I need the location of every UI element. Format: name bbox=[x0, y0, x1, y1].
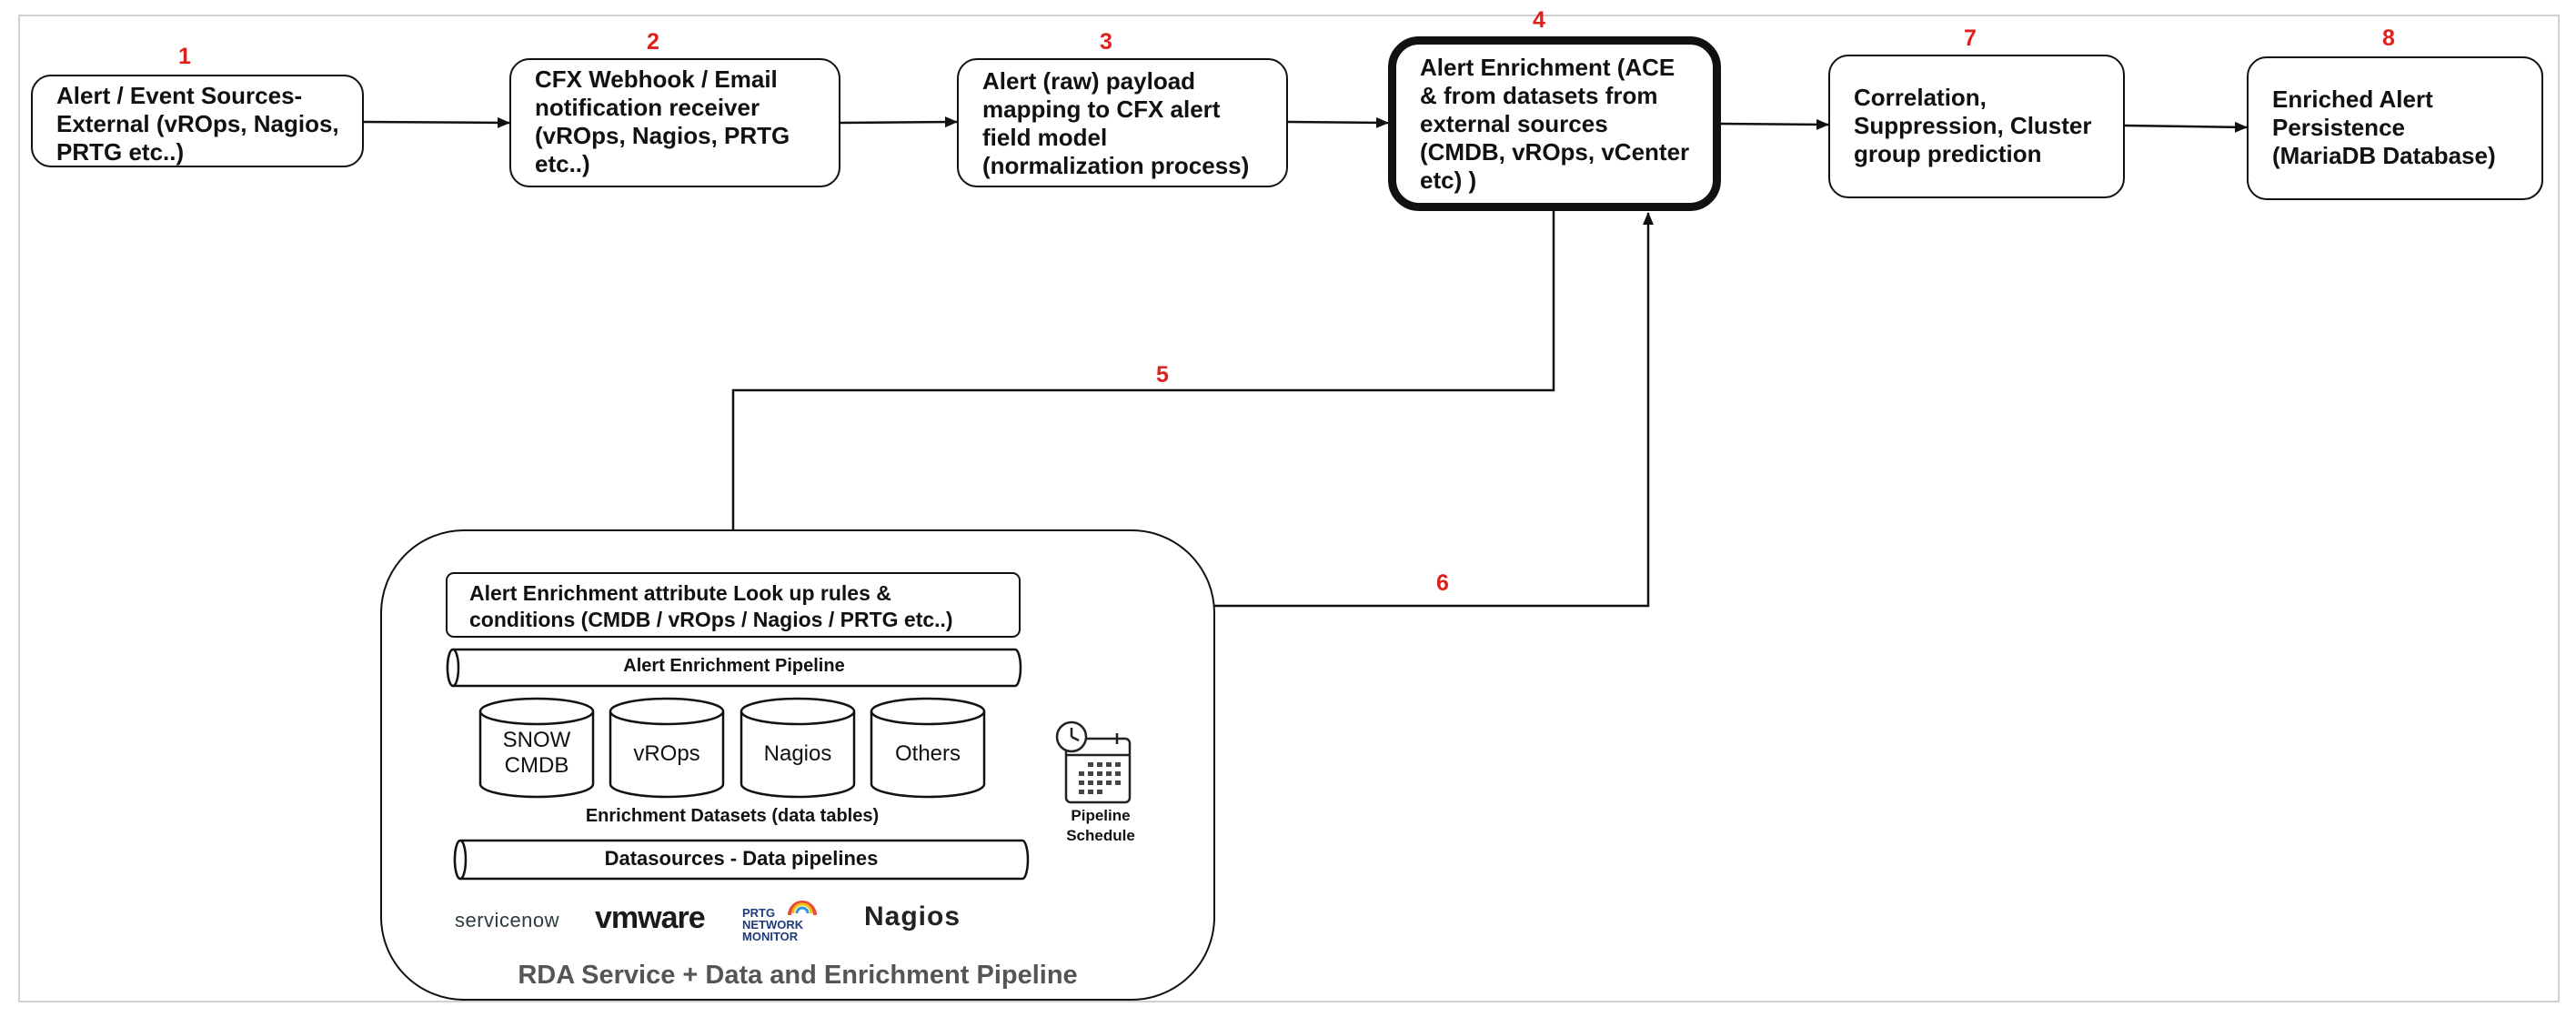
alert-enrichment-pipeline bbox=[446, 648, 1022, 688]
step-number-1: 1 bbox=[178, 44, 191, 69]
lookup-rules-box: Alert Enrichment attribute Look up rules… bbox=[446, 572, 1021, 638]
pipeline-schedule-label: Pipeline Schedule bbox=[1066, 807, 1135, 844]
step-number-4: 4 bbox=[1533, 7, 1545, 33]
enrichment-datasets-caption: Enrichment Datasets (data tables) bbox=[585, 806, 880, 826]
alert-enrichment-pipeline-label: Alert Enrichment Pipeline bbox=[623, 656, 845, 676]
dataset-label-others: Others bbox=[894, 741, 961, 766]
prtg-logo: PRTG NETWORK MONITOR bbox=[742, 906, 804, 943]
datasources-pipeline-label: Datasources - Data pipelines bbox=[604, 847, 879, 870]
diagram-frame bbox=[18, 15, 2560, 1002]
servicenow-logo: servicenow bbox=[455, 909, 560, 931]
arrow-3-to-4 bbox=[1287, 116, 1389, 128]
rda-service-title: RDA Service + Data and Enrichment Pipeli… bbox=[518, 961, 1078, 990]
dataset-cylinder-vrops bbox=[609, 697, 725, 799]
arrow-lookup-to-4 bbox=[1021, 212, 1654, 608]
arrow-2-to-3 bbox=[840, 116, 958, 128]
dataset-label-nagios: Nagios bbox=[763, 741, 832, 766]
payload-mapping-box: Alert (raw) payload mapping to CFX alert… bbox=[957, 58, 1288, 187]
dataset-cylinder-snow bbox=[478, 697, 595, 799]
step-number-7: 7 bbox=[1964, 25, 1977, 51]
arrow-7-to-8 bbox=[2124, 121, 2248, 133]
dataset-label-vrops: vROps bbox=[633, 741, 700, 766]
persistence-box: Enriched Alert Persistence (MariaDB Data… bbox=[2247, 56, 2543, 200]
edge-label-6: 6 bbox=[1436, 570, 1449, 596]
dataset-cylinder-others bbox=[870, 697, 986, 799]
arrow-4-to-lookup bbox=[728, 211, 1555, 571]
prtg-gauge-icon bbox=[788, 901, 817, 916]
vmware-logo: vmware bbox=[595, 901, 706, 935]
arrow-1-to-2 bbox=[363, 116, 510, 128]
arrow-4-to-7 bbox=[1720, 118, 1829, 130]
step-number-3: 3 bbox=[1100, 29, 1112, 55]
dataset-cylinder-nagios bbox=[740, 697, 856, 799]
correlation-box: Correlation, Suppression, Cluster group … bbox=[1828, 55, 2125, 198]
step-number-2: 2 bbox=[647, 29, 659, 55]
alert-enrichment-box: Alert Enrichment (ACE & from datasets fr… bbox=[1388, 36, 1721, 211]
nagios-logo: Nagios bbox=[864, 901, 961, 931]
datasources-pipeline bbox=[453, 839, 1030, 881]
webhook-receiver-box: CFX Webhook / Email notification receive… bbox=[509, 58, 840, 187]
calendar-clock-icon bbox=[1055, 720, 1132, 804]
step-number-8: 8 bbox=[2382, 25, 2395, 51]
alert-sources-box: Alert / Event Sources- External (vROps, … bbox=[31, 75, 364, 167]
edge-label-5: 5 bbox=[1156, 362, 1169, 388]
dataset-label-snow: SNOW CMDB bbox=[502, 728, 571, 778]
